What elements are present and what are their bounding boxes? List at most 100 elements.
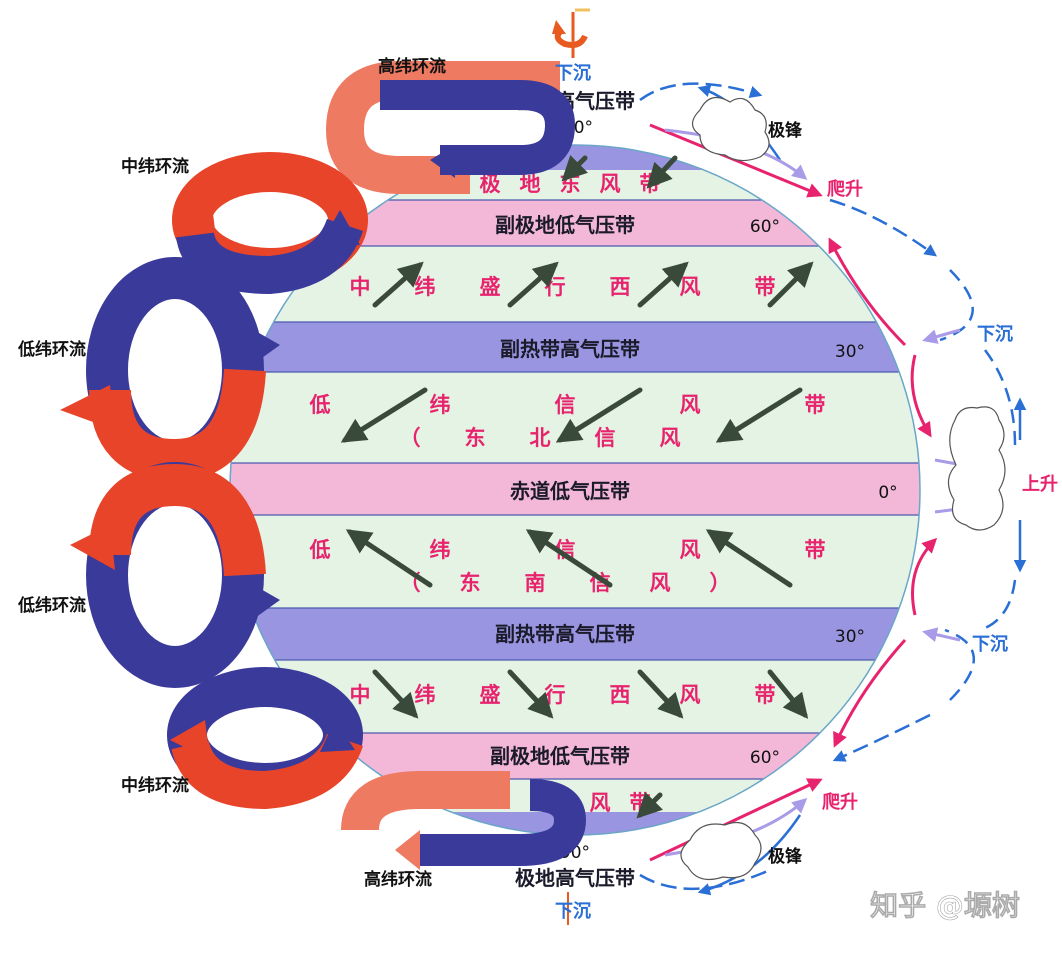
svg-text:风: 风 [650, 571, 671, 595]
svg-text:信: 信 [555, 393, 576, 417]
svg-text:风: 风 [660, 426, 681, 450]
wind-arrows [340, 155, 814, 819]
svg-text:带: 带 [755, 683, 776, 707]
svg-text:极: 极 [480, 172, 502, 196]
svg-text:西: 西 [610, 683, 631, 707]
wind-arrow [345, 529, 433, 588]
svg-text:盛: 盛 [480, 275, 501, 299]
wind-arrow [507, 669, 554, 719]
trades-north-text: 低 纬 信 风 带 [309, 393, 826, 417]
wind-arrow [715, 387, 803, 443]
svg-text:盛: 盛 [480, 683, 501, 707]
cloud-icon [680, 822, 762, 880]
sink-bottom-label: 下沉 [555, 901, 591, 922]
circulation-cells [60, 61, 587, 870]
cloud-icon [691, 96, 770, 162]
mid-north-cell [172, 152, 368, 295]
wind-arrow [372, 669, 419, 719]
wind-arrow [525, 529, 613, 588]
wind-arrow [561, 155, 588, 182]
svg-text:风: 风 [590, 791, 611, 815]
wind-arrow [507, 261, 559, 308]
low-south-cell [70, 462, 280, 688]
rotation-arrow-icon [552, 8, 590, 58]
trades-south-note-text: （ 东 南 信 风 ） [400, 571, 731, 595]
svg-text:纬: 纬 [415, 275, 436, 299]
svg-text:纬: 纬 [415, 683, 436, 707]
cloud-icons [680, 96, 1006, 880]
wind-arrow [637, 669, 684, 719]
mid-south-cell [167, 667, 364, 810]
lat-30s-label: 30° [835, 627, 865, 647]
mid-north-cell-label: 中纬环流 [121, 156, 189, 177]
polar-front-south-label: 极锋 [768, 846, 803, 867]
polar-front-north-label: 极锋 [768, 120, 803, 141]
lat-0-label: 0° [878, 483, 897, 503]
svg-text:地: 地 [520, 172, 541, 196]
watermark: 知乎 @塬树 [870, 889, 1020, 922]
wind-arrow [705, 529, 793, 588]
low-north-cell [60, 257, 280, 483]
svg-text:风: 风 [680, 538, 701, 562]
svg-text:（: （ [400, 426, 421, 450]
polar-high-south-label: 极地高气压带 [515, 866, 635, 890]
lat-30n-label: 30° [835, 342, 865, 362]
wind-arrow [340, 387, 428, 443]
climb-south-label: 爬升 [822, 791, 858, 813]
subtropical-high-south-label: 副热带高气压带 [495, 622, 635, 646]
svg-text:东: 东 [460, 571, 481, 595]
svg-text:北: 北 [530, 426, 551, 450]
svg-text:风: 风 [680, 393, 701, 417]
svg-text:中: 中 [350, 275, 371, 299]
trades-north-note-text: （ 东 北 信 风 [400, 426, 681, 450]
svg-text:带: 带 [805, 393, 826, 417]
rise-equator-label: 上升 [1022, 474, 1058, 495]
westerlies-south-text: 中 纬 盛 行 西 风 带 [350, 683, 776, 707]
svg-text:行: 行 [544, 275, 566, 299]
svg-text:纬: 纬 [430, 538, 451, 562]
high-south-cell-label: 高纬环流 [364, 869, 432, 890]
high-north-cell-label: 高纬环流 [378, 56, 446, 77]
lat-60s-label: 60° [750, 748, 780, 768]
wind-arrow [646, 155, 678, 189]
wind-arrow [767, 261, 814, 308]
svg-text:低: 低 [309, 393, 331, 417]
wind-arrow [637, 261, 689, 308]
low-south-cell-label: 低纬环流 [17, 595, 86, 616]
equatorial-low-label: 赤道低气压带 [510, 479, 630, 503]
mid-south-cell-label: 中纬环流 [121, 775, 189, 796]
subtropical-high-south-band [230, 608, 920, 660]
svg-text:低: 低 [309, 538, 331, 562]
svg-text:带: 带 [805, 538, 826, 562]
climb-north-label: 爬升 [827, 178, 863, 200]
lat-60n-label: 60° [750, 217, 780, 237]
svg-text:）: ） [710, 571, 731, 595]
cloud-icon [947, 406, 1006, 531]
svg-text:信: 信 [595, 426, 616, 450]
subpolar-low-north-label: 副极地低气压带 [495, 213, 635, 237]
svg-text:纬: 纬 [430, 393, 451, 417]
subtropical-high-north-band [230, 322, 920, 372]
svg-text:南: 南 [525, 571, 546, 595]
svg-text:中: 中 [350, 683, 371, 707]
svg-text:行: 行 [544, 683, 566, 707]
svg-text:风: 风 [600, 172, 621, 196]
svg-text:带: 带 [630, 791, 651, 815]
wind-arrow [636, 792, 663, 819]
equatorial-low-band [230, 463, 920, 515]
svg-text:带: 带 [755, 275, 776, 299]
wind-arrow [767, 669, 809, 719]
subtropical-high-north-label: 副热带高气压带 [500, 337, 640, 361]
sink-top-label: 下沉 [555, 63, 591, 84]
svg-text:风: 风 [680, 275, 701, 299]
high-south-cell [341, 771, 587, 870]
wind-arrow [372, 261, 424, 308]
subpolar-low-south-label: 副极地低气压带 [490, 744, 630, 768]
wind-arrow [555, 387, 643, 443]
svg-text:西: 西 [610, 275, 631, 299]
svg-text:风: 风 [680, 683, 701, 707]
low-north-cell-label: 低纬环流 [17, 339, 86, 360]
svg-text:东: 东 [465, 426, 486, 450]
